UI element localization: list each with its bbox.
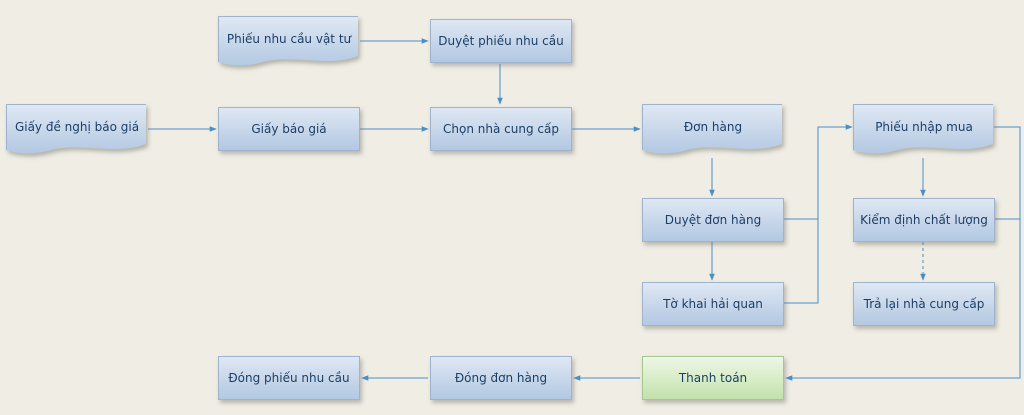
node-chon-nha-cung-cap[interactable]: Chọn nhà cung cấp [430, 107, 572, 151]
node-to-khai-hai-quan[interactable]: Tờ khai hải quan [642, 282, 784, 326]
node-kiem-dinh-chat-luong[interactable]: Kiểm định chất lượng [853, 198, 995, 242]
node-don-hang-wrap: Đơn hàng [642, 104, 784, 154]
node-giay-de-nghi-bao-gia-wrap: Giấy đề nghị báo giá [6, 104, 148, 154]
node-duyet-don-hang[interactable]: Duyệt đơn hàng [642, 198, 784, 242]
node-phieu-nhap-mua[interactable]: Phiếu nhập mua [853, 104, 995, 154]
node-giay-bao-gia[interactable]: Giấy báo giá [218, 107, 360, 151]
edge-tokhai-to-nhapmua [784, 127, 819, 304]
node-phieu-nhu-cau-vat-tu[interactable]: Phiếu nhu cầu vật tư [218, 16, 360, 66]
node-phieu-nhap-mua-wrap: Phiếu nhập mua [853, 104, 995, 154]
node-giay-de-nghi-bao-gia[interactable]: Giấy đề nghị báo giá [6, 104, 148, 154]
node-don-hang[interactable]: Đơn hàng [642, 104, 784, 154]
node-thanh-toan[interactable]: Thanh toán [642, 356, 784, 400]
node-dong-don-hang[interactable]: Đóng đơn hàng [430, 356, 572, 400]
node-tra-lai-nha-cung-cap[interactable]: Trả lại nhà cung cấp [853, 282, 995, 326]
node-duyet-phieu-nhu-cau[interactable]: Duyệt phiếu nhu cầu [430, 19, 572, 63]
node-dong-phieu-nhu-cau[interactable]: Đóng phiếu nhu cầu [218, 356, 360, 400]
edge-nhapmua-to-thanhtoan [785, 126, 1021, 381]
node-phieu-nhu-cau-vat-tu-wrap: Phiếu nhu cầu vật tư [218, 16, 360, 66]
